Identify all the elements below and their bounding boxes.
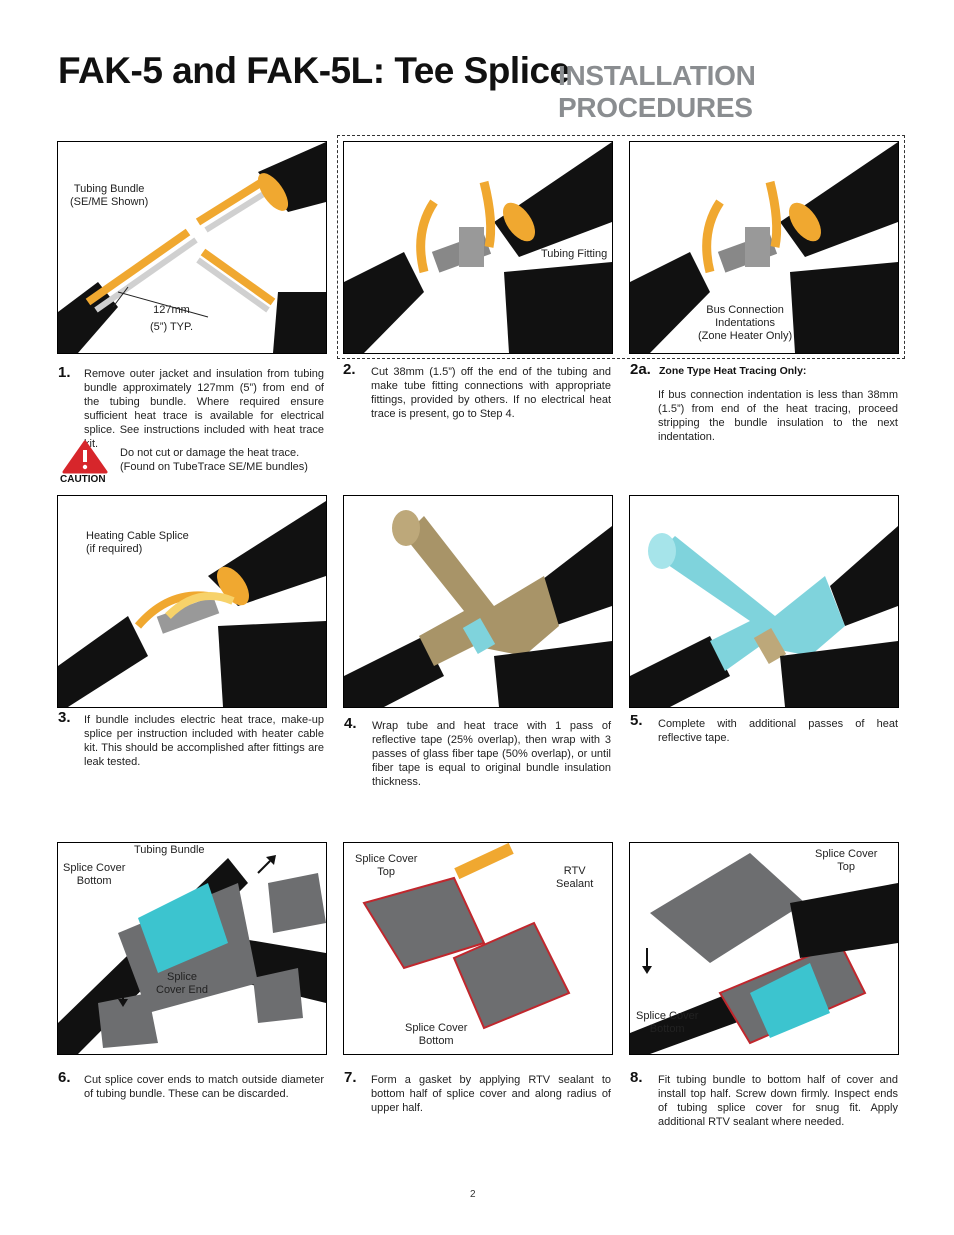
step7-number: 7. — [344, 1069, 357, 1086]
step4-number: 4. — [344, 715, 357, 732]
reflective-tape-wrap-drawing — [630, 526, 898, 707]
step8-text: Fit tubing bundle to bottom half of cove… — [658, 1074, 898, 1128]
tubing-fitting-label: Tubing Fitting — [541, 248, 608, 260]
rtv-sealant-drawing — [362, 843, 571, 1030]
step2a-text: If bus connection indentation is less th… — [658, 389, 898, 443]
splice-cover-bottom-drawing — [58, 855, 326, 1054]
step2-text: Cut 38mm (1.5”) off the end of the tubin… — [371, 366, 611, 420]
caution-label: CAUTION — [60, 474, 106, 485]
caution-icon — [62, 440, 108, 474]
step1-number: 1. — [58, 364, 71, 381]
page-number: 2 — [470, 1189, 476, 1200]
step3-illustration: Heating Cable Splice(if required) — [57, 495, 327, 708]
tubing-bundle-label: Tubing Bundle — [134, 844, 205, 856]
step2a-number: 2a. — [630, 361, 651, 378]
bus-connection-drawing — [630, 142, 898, 353]
tubing-bundle-strip-drawing — [58, 142, 326, 353]
tubing-bundle-label: Tubing Bundle(SE/ME Shown) — [70, 183, 149, 208]
step2-group-outline — [337, 135, 905, 359]
step4-text: Wrap tube and heat trace with 1 pass of … — [372, 720, 611, 788]
caution-note: Do not cut or damage the heat trace.(Fou… — [120, 447, 308, 473]
step2-illustration: Tubing Fitting — [343, 141, 613, 354]
step5-illustration — [629, 495, 899, 708]
splice-cover-install-drawing — [630, 853, 898, 1054]
step6-number: 6. — [58, 1069, 71, 1086]
step3-number: 3. — [58, 709, 71, 726]
page-subtitle: INSTALLATION PROCEDURES — [558, 60, 756, 123]
step3-text: If bundle includes electric heat trace, … — [84, 714, 324, 768]
step4-illustration — [343, 495, 613, 708]
caution-badge: CAUTION — [60, 440, 110, 488]
step1-text: Remove outer jacket and insulation from … — [84, 368, 324, 450]
step7-text: Form a gasket by applying RTV sealant to… — [371, 1074, 611, 1114]
heating-cable-splice-label: Heating Cable Splice(if required) — [86, 530, 189, 555]
step6-text: Cut splice cover ends to match outside d… — [84, 1074, 324, 1100]
step1-illustration: Tubing Bundle(SE/ME Shown) 127mm(5”) TYP… — [57, 141, 327, 354]
dimension-label: 127mm(5”) TYP. — [150, 304, 193, 333]
fiber-tape-wrap-drawing — [344, 510, 612, 707]
step5-number: 5. — [630, 712, 643, 729]
tubing-fitting-drawing — [344, 142, 612, 353]
heating-cable-splice-drawing — [58, 501, 326, 707]
step2a-header: Zone Type Heat Tracing Only: — [659, 365, 807, 377]
step8-number: 8. — [630, 1069, 643, 1086]
step2-number: 2. — [343, 361, 356, 378]
page-title: FAK-5 and FAK-5L: Tee Splice — [58, 50, 570, 91]
step5-text: Complete with additional passes of heat … — [658, 718, 898, 744]
